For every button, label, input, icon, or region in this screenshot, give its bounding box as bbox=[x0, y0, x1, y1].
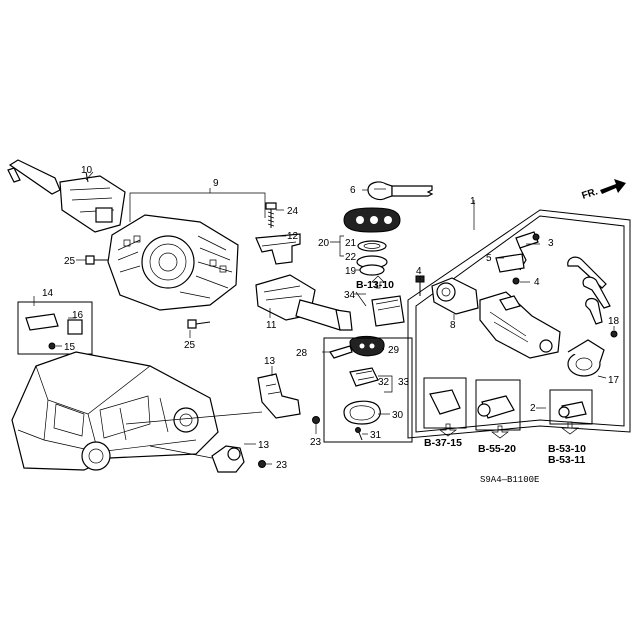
part-4-screw-right bbox=[512, 277, 520, 285]
front-label: FR. bbox=[581, 186, 600, 202]
diagram-code: S9A4—B1100E bbox=[480, 475, 539, 485]
part-17-ring bbox=[567, 339, 605, 377]
callout-13-lower: 13 bbox=[258, 440, 270, 451]
part-keys-pair bbox=[567, 256, 611, 325]
part-23-screw-upper bbox=[312, 416, 320, 424]
callout-2: 2 bbox=[530, 403, 536, 414]
part-10-wiper-switch bbox=[7, 159, 126, 233]
callout-18: 18 bbox=[608, 316, 620, 327]
arrow-icon bbox=[600, 179, 626, 194]
part-9-combination-switch-body bbox=[107, 214, 239, 311]
part-cylinder-b5310 bbox=[549, 389, 593, 425]
part-15-screw bbox=[48, 342, 56, 350]
callout-21: 21 bbox=[345, 238, 357, 249]
part-14-bracket bbox=[25, 313, 59, 331]
callout-15: 15 bbox=[64, 342, 76, 353]
callout-23-upper: 23 bbox=[310, 437, 322, 448]
ref-b-37-15[interactable]: B-37-15 bbox=[424, 437, 462, 449]
callout-22: 22 bbox=[345, 252, 357, 263]
callout-3: 3 bbox=[548, 238, 554, 249]
callout-1: 1 bbox=[470, 196, 476, 207]
ref-b-53-11[interactable]: B-53-11 bbox=[548, 454, 586, 466]
callout-8: 8 bbox=[450, 320, 456, 331]
callout-4-left: 4 bbox=[416, 266, 422, 277]
part-12-bracket bbox=[255, 233, 301, 265]
part-16-block bbox=[67, 319, 83, 335]
callout-24: 24 bbox=[287, 206, 299, 217]
part-13-actuator-lower bbox=[211, 445, 245, 473]
callout-10: 10 bbox=[81, 165, 93, 176]
part-11-turn-signal-switch bbox=[255, 274, 353, 331]
callout-31: 31 bbox=[370, 430, 382, 441]
callout-25-upper: 25 bbox=[64, 256, 76, 267]
part-14-frame bbox=[17, 301, 93, 355]
callout-23-lower: 23 bbox=[276, 460, 288, 471]
callout-32: 32 bbox=[378, 377, 390, 388]
callout-17: 17 bbox=[608, 375, 620, 386]
part-21-transmitter bbox=[343, 207, 401, 233]
part-34-receiver bbox=[371, 295, 405, 327]
callout-14: 14 bbox=[42, 288, 54, 299]
part-24-screw bbox=[265, 202, 277, 228]
leader-lines bbox=[33, 171, 615, 465]
callout-28: 28 bbox=[296, 348, 308, 359]
callout-numbers: 10 9 24 12 25 25 11 6 20 21 22 19 34 1 3… bbox=[42, 165, 620, 471]
ref-b-53-10[interactable]: B-53-10 bbox=[548, 443, 586, 455]
part-frame-outline bbox=[407, 209, 631, 439]
part-30-key-case bbox=[343, 400, 381, 425]
callout-33: 33 bbox=[398, 377, 410, 388]
part-32-33-key-insert bbox=[349, 367, 379, 387]
part-6-key bbox=[367, 181, 434, 201]
part-29-key bbox=[329, 335, 385, 359]
ref-arrows bbox=[371, 275, 580, 439]
part-18-screw bbox=[610, 330, 618, 338]
part-13-actuator-upper bbox=[257, 373, 301, 419]
section-references: B-13-10 B-37-15 B-55-20 B-53-10 B-53-11 bbox=[356, 279, 586, 466]
ref-b-55-20[interactable]: B-55-20 bbox=[478, 443, 516, 455]
callout-20: 20 bbox=[318, 238, 330, 249]
part-19-battery-cover bbox=[356, 255, 388, 276]
callout-16: 16 bbox=[72, 310, 84, 321]
part-23-screw-lower bbox=[258, 460, 266, 468]
callout-13-upper: 13 bbox=[264, 356, 276, 367]
callout-30: 30 bbox=[392, 410, 404, 421]
callout-11: 11 bbox=[266, 320, 277, 331]
callout-5: 5 bbox=[486, 253, 492, 264]
part-25-screw-lower bbox=[187, 319, 211, 329]
part-5-bracket-lower bbox=[495, 253, 525, 273]
front-direction-arrow: FR. bbox=[581, 179, 626, 202]
part-22-ring bbox=[357, 240, 387, 252]
callout-25-lower: 25 bbox=[184, 340, 196, 351]
vehicle-outline bbox=[11, 351, 219, 471]
part-31-screw bbox=[355, 427, 363, 441]
callout-19: 19 bbox=[345, 266, 357, 277]
callout-6: 6 bbox=[350, 185, 356, 196]
callout-34: 34 bbox=[344, 290, 356, 301]
part-cylinder-b3715 bbox=[423, 377, 467, 429]
callout-4-right: 4 bbox=[534, 277, 540, 288]
part-8-key-cylinder bbox=[431, 277, 479, 315]
callout-29: 29 bbox=[388, 345, 400, 356]
callout-9: 9 bbox=[213, 178, 219, 189]
ref-b-13-10[interactable]: B-13-10 bbox=[356, 279, 394, 291]
part-25-screw-upper bbox=[85, 255, 108, 265]
part-ignition-housing bbox=[479, 291, 561, 359]
callout-12: 12 bbox=[287, 231, 299, 242]
